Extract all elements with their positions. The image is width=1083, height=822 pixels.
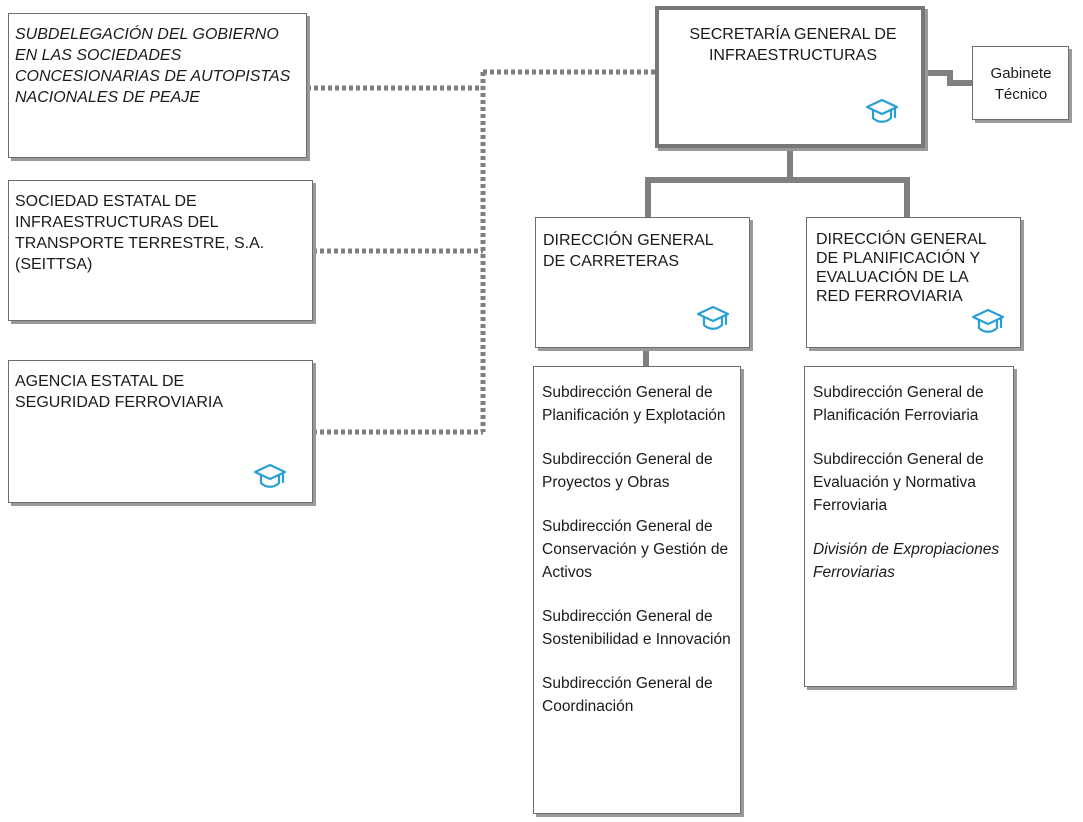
dg-carreteras-box: DIRECCIÓN GENERAL DE CARRETERAS <box>535 217 750 348</box>
dotted-connectors <box>307 69 655 435</box>
secretaria-general-title: SECRETARÍA GENERAL DE INFRAESTRUCTURAS <box>689 26 897 64</box>
graduation-cap-icon <box>253 461 287 491</box>
graduation-cap-icon <box>865 96 899 126</box>
agencia-label: AGENCIA ESTATAL DE SEGURIDAD FERROVIARIA <box>15 373 224 411</box>
list-item: Subdirección General de Coordinación <box>542 675 713 715</box>
secretaria-general-box: SECRETARÍA GENERAL DE INFRAESTRUCTURAS <box>655 6 925 148</box>
gabinete-tecnico-label: Gabinete Técnico <box>990 65 1052 103</box>
seittsa-box: SOCIEDAD ESTATAL DE INFRAESTRUCTURAS DEL… <box>8 180 313 321</box>
subdelegacion-label: SUBDELEGACIÓN DEL GOBIERNO EN LAS SOCIED… <box>15 26 291 106</box>
seittsa-label: SOCIEDAD ESTATAL DE INFRAESTRUCTURAS DEL… <box>15 193 265 273</box>
list-item: Subdirección General de Evaluación y Nor… <box>813 451 984 514</box>
subdelegacion-box: SUBDELEGACIÓN DEL GOBIERNO EN LAS SOCIED… <box>8 13 307 158</box>
graduation-cap-icon <box>971 306 1005 336</box>
list-item: Subdirección General de Proyectos y Obra… <box>542 451 713 491</box>
list-item: Subdirección General de Conservación y G… <box>542 518 729 581</box>
graduation-cap-icon <box>696 303 730 333</box>
division-expropiaciones: División de Expropiaciones Ferroviarias <box>813 541 1000 581</box>
dg-planificacion-box: DIRECCIÓN GENERAL DE PLANIFICACIÓN Y EVA… <box>806 217 1021 348</box>
agencia-box: AGENCIA ESTATAL DE SEGURIDAD FERROVIARIA <box>8 360 313 503</box>
ferroviaria-units-box: Subdirección General de Planificación Fe… <box>804 366 1014 687</box>
list-item: Subdirección General de Planificación Fe… <box>813 384 984 424</box>
dg-planificacion-label: DIRECCIÓN GENERAL DE PLANIFICACIÓN Y EVA… <box>816 231 987 305</box>
dg-carreteras-label: DIRECCIÓN GENERAL DE CARRETERAS <box>543 232 714 270</box>
gabinete-tecnico-box: Gabinete Técnico <box>972 46 1069 120</box>
list-item: Subdirección General de Planificación y … <box>542 384 726 424</box>
list-item: Subdirección General de Sostenibilidad e… <box>542 608 731 648</box>
solid-connectors <box>643 70 972 366</box>
connector-to-gabinete <box>925 70 972 86</box>
carreteras-units-box: Subdirección General de Planificación y … <box>533 366 741 814</box>
